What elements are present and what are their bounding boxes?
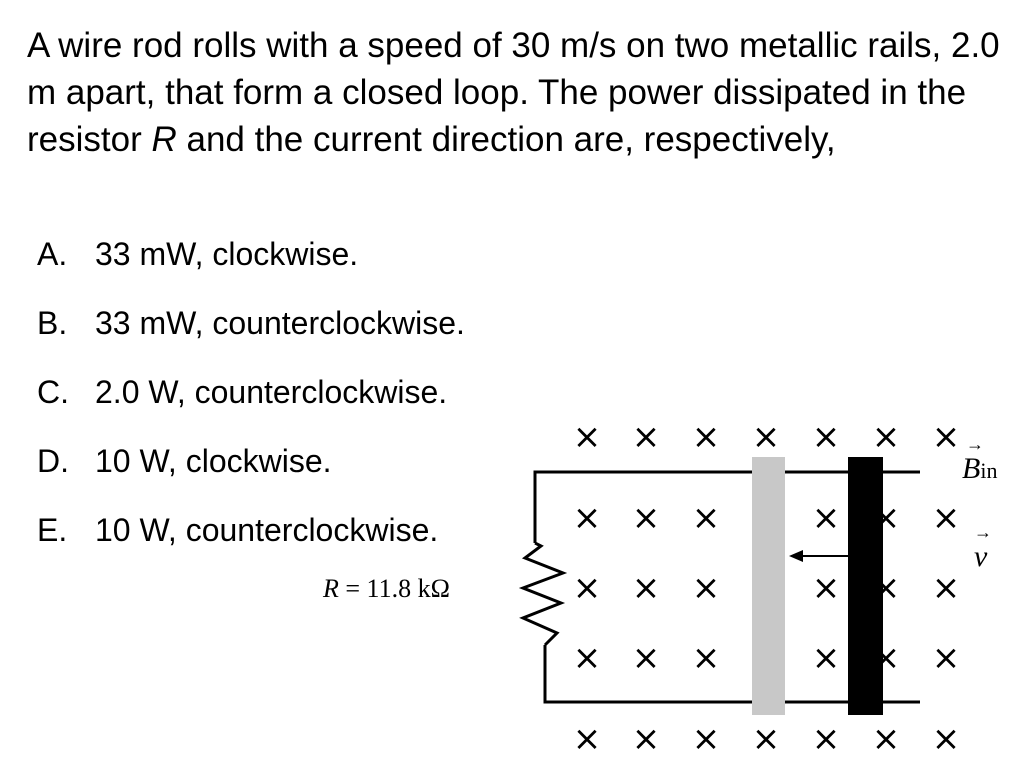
bottom-rail bbox=[543, 645, 920, 704]
field-cross-mark: × bbox=[632, 417, 661, 457]
option-e[interactable]: E. 10 W, counterclockwise. bbox=[37, 496, 465, 565]
question-text: A wire rod rolls with a speed of 30 m/s … bbox=[27, 22, 1007, 163]
field-cross-mark: × bbox=[812, 417, 841, 457]
field-cross-mark: × bbox=[632, 498, 661, 538]
option-text: 33 mW, clockwise. bbox=[95, 236, 359, 272]
magnetic-field-marks: ×××××××××××××××××××××××××××××××× bbox=[573, 417, 961, 759]
field-cross-mark: × bbox=[812, 498, 841, 538]
field-cross-mark: × bbox=[632, 638, 661, 678]
field-subscript: in bbox=[980, 458, 998, 483]
option-text: 2.0 W, counterclockwise. bbox=[95, 374, 448, 410]
field-cross-mark: × bbox=[932, 719, 961, 759]
field-cross-mark: × bbox=[932, 417, 961, 457]
field-cross-mark: × bbox=[573, 638, 602, 678]
resistor-symbol: R bbox=[151, 120, 177, 159]
resistor-label-symbol: R bbox=[323, 574, 339, 603]
option-b[interactable]: B. 33 mW, counterclockwise. bbox=[37, 289, 465, 358]
option-letter: D. bbox=[37, 443, 69, 479]
option-text: 10 W, clockwise. bbox=[95, 443, 332, 479]
velocity-symbol: v bbox=[974, 540, 987, 573]
option-text: 33 mW, counterclockwise. bbox=[95, 305, 465, 341]
option-text: 10 W, counterclockwise. bbox=[95, 512, 439, 548]
field-cross-mark: × bbox=[573, 417, 602, 457]
field-cross-mark: × bbox=[812, 568, 841, 608]
field-cross-mark: × bbox=[692, 498, 721, 538]
field-cross-mark: × bbox=[692, 417, 721, 457]
option-c[interactable]: C. 2.0 W, counterclockwise. bbox=[37, 358, 465, 427]
velocity-label: v bbox=[974, 540, 987, 574]
field-cross-mark: × bbox=[692, 568, 721, 608]
field-cross-mark: × bbox=[632, 719, 661, 759]
field-cross-mark: × bbox=[812, 638, 841, 678]
top-rail bbox=[533, 470, 920, 543]
initial-rod bbox=[752, 457, 785, 715]
field-cross-mark: × bbox=[752, 417, 781, 457]
field-symbol: B bbox=[962, 452, 980, 485]
option-letter: B. bbox=[37, 305, 68, 341]
resistor-label-value: = 11.8 kΩ bbox=[338, 574, 450, 603]
magnetic-field-label: Bin bbox=[962, 452, 997, 486]
field-cross-mark: × bbox=[692, 638, 721, 678]
field-cross-mark: × bbox=[872, 719, 901, 759]
field-cross-mark: × bbox=[573, 498, 602, 538]
field-cross-mark: × bbox=[812, 719, 841, 759]
resistor-zigzag bbox=[518, 541, 568, 647]
field-cross-mark: × bbox=[573, 719, 602, 759]
field-cross-mark: × bbox=[632, 568, 661, 608]
resistor-label: R = 11.8 kΩ bbox=[323, 574, 450, 604]
field-cross-mark: × bbox=[932, 568, 961, 608]
option-letter: C. bbox=[37, 374, 69, 410]
field-cross-mark: × bbox=[573, 568, 602, 608]
field-cross-mark: × bbox=[692, 719, 721, 759]
option-letter: E. bbox=[37, 512, 68, 548]
field-cross-mark: × bbox=[932, 638, 961, 678]
option-a[interactable]: A. 33 mW, clockwise. bbox=[37, 220, 465, 289]
field-cross-mark: × bbox=[752, 719, 781, 759]
moving-rod bbox=[848, 457, 883, 715]
velocity-arrow bbox=[789, 550, 848, 562]
field-cross-mark: × bbox=[932, 498, 961, 538]
option-letter: A. bbox=[37, 236, 68, 272]
field-cross-mark: × bbox=[872, 417, 901, 457]
question-text-before: A wire rod rolls with a speed of 30 m/s … bbox=[27, 26, 1000, 159]
answer-options: A. 33 mW, clockwise. B. 33 mW, countercloc… bbox=[37, 220, 465, 565]
question-text-after: and the current direction are, respectiv… bbox=[176, 120, 836, 159]
option-d[interactable]: D. 10 W, clockwise. bbox=[37, 427, 465, 496]
